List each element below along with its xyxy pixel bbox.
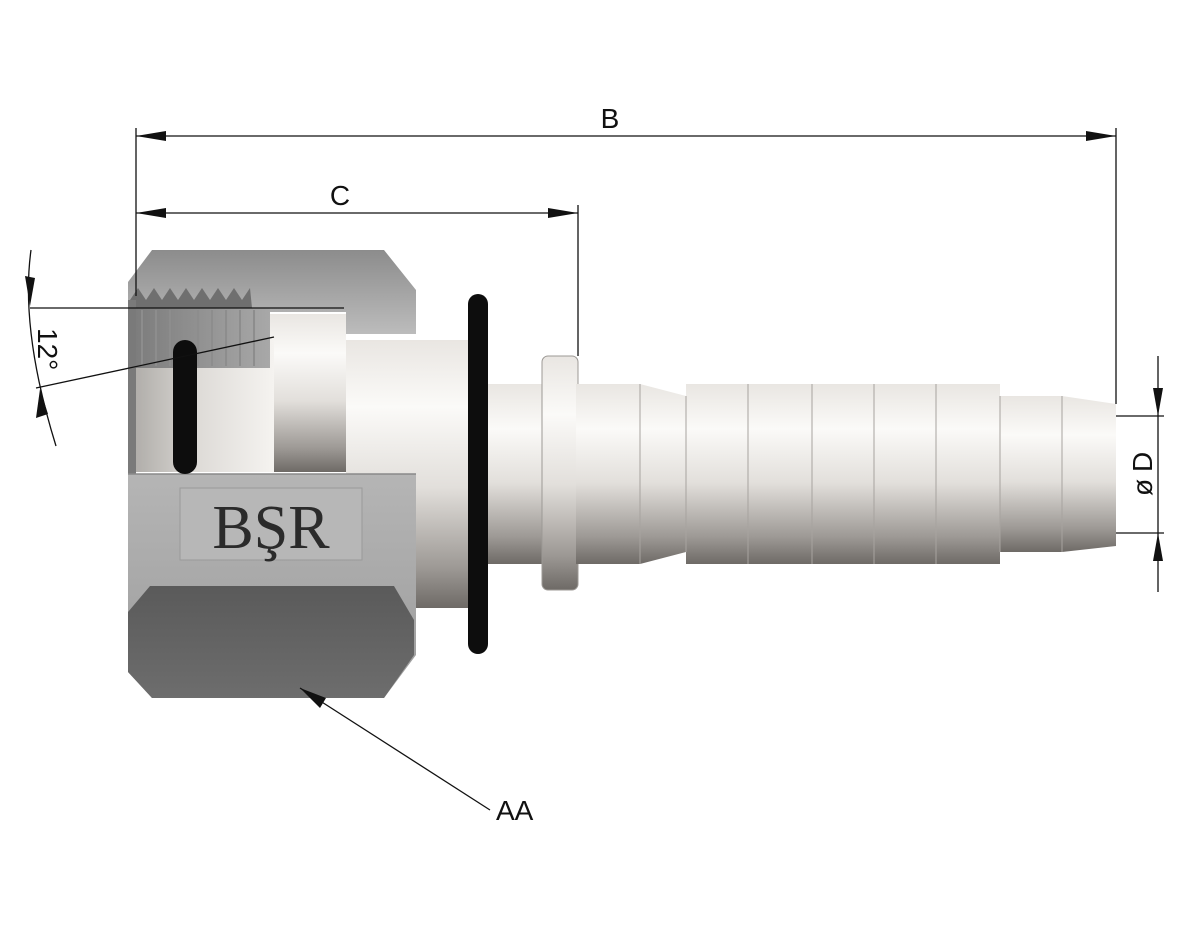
fitting-stem xyxy=(132,314,1116,608)
brand-logo: BŞR xyxy=(212,494,330,562)
hex-nut: BŞR xyxy=(128,250,416,698)
thread-teeth xyxy=(130,288,252,308)
barb-taper xyxy=(812,384,874,564)
dimension-b-label: B xyxy=(601,103,620,134)
stem-neck xyxy=(488,384,544,564)
logo-plate xyxy=(179,487,363,561)
barb-taper xyxy=(874,384,936,564)
stem-shoulder xyxy=(270,314,346,472)
cone-face xyxy=(132,368,172,472)
thread-bore xyxy=(130,308,270,368)
outer-o-ring xyxy=(468,294,488,654)
tail-end xyxy=(1062,396,1116,552)
nut-hex-face xyxy=(128,586,414,698)
stem-shank xyxy=(576,384,640,564)
callout-aa: AA xyxy=(299,687,534,826)
angle-label: 12° xyxy=(32,328,63,370)
barb-taper xyxy=(936,384,1000,564)
inner-o-ring xyxy=(173,340,197,474)
dimension-d: ø D xyxy=(1116,356,1164,592)
nut-wall xyxy=(128,300,136,474)
dimension-c-label: C xyxy=(330,180,350,211)
barb-ramp xyxy=(640,384,686,564)
barb-taper xyxy=(748,384,812,564)
dimension-b: B xyxy=(135,103,1117,404)
tail-band xyxy=(1000,396,1062,552)
nut-top-band xyxy=(128,250,416,334)
stem-collar xyxy=(541,355,579,591)
diameter-symbol: ø xyxy=(1127,479,1158,496)
dimension-c: C xyxy=(136,180,579,356)
barb-taper xyxy=(686,384,748,564)
angle-dimension: 12° xyxy=(25,249,344,447)
callout-label: AA xyxy=(496,795,534,826)
diameter-label: D xyxy=(1127,452,1158,472)
